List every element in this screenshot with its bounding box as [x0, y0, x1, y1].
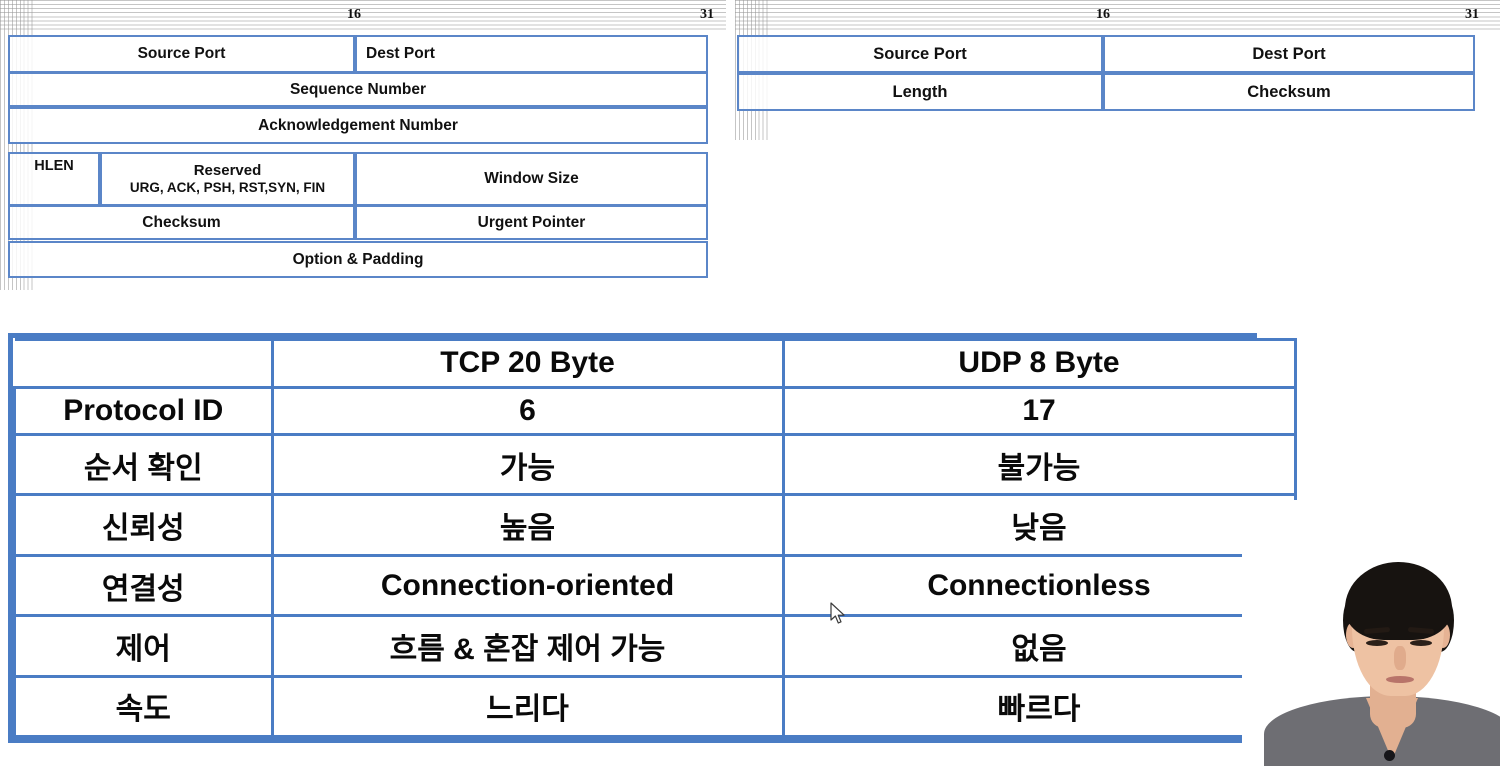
header-cell-tcp: TCP 20 Byte: [270, 338, 785, 389]
table-row: 연결성 Connection-oriented Connectionless: [13, 553, 1297, 618]
tcp-field-sequence-number: Sequence Number: [8, 72, 708, 107]
header-cell-udp: UDP 8 Byte: [781, 338, 1297, 389]
tcp-field-option-padding: Option & Padding: [8, 241, 708, 278]
tcp-field-reserved-flags: URG, ACK, PSH, RST,SYN, FIN: [129, 179, 326, 195]
tcp-field-window-size: Window Size: [355, 152, 708, 206]
presenter-webcam: [1242, 500, 1500, 766]
tcp-field-checksum: Checksum: [8, 205, 355, 240]
tcp-tick-31: 31: [700, 7, 714, 22]
tcp-field-source-port: Source Port: [8, 35, 355, 73]
row-attribute: 제어: [13, 614, 274, 678]
row-attribute: 순서 확인: [13, 433, 274, 497]
tcp-field-dest-port: Dest Port: [355, 35, 708, 73]
tcp-field-reserved-title: Reserved: [193, 162, 262, 180]
mouse-pointer-icon: [830, 602, 845, 624]
presenter-eye-left: [1366, 640, 1388, 646]
table-row: 속도 느리다 빠르다: [13, 674, 1297, 739]
row-attribute: 신뢰성: [13, 493, 274, 557]
presenter-mouth: [1386, 676, 1414, 683]
row-udp-value: 불가능: [781, 433, 1297, 497]
table-row: Protocol ID 6 17: [13, 385, 1297, 437]
udp-tick-16: 16: [1096, 7, 1110, 22]
row-tcp-value: 느리다: [270, 674, 785, 739]
row-tcp-value: 높음: [270, 493, 785, 557]
row-udp-value: 17: [781, 385, 1297, 437]
tcp-field-reserved: Reserved URG, ACK, PSH, RST,SYN, FIN: [100, 152, 355, 206]
header-cell-attribute: [14, 338, 274, 389]
row-tcp-value: 흐름 & 혼잡 제어 가능: [270, 614, 785, 678]
row-udp-value: 없음: [781, 614, 1297, 678]
lapel-microphone-icon: [1384, 750, 1395, 761]
presenter-eye-right: [1410, 640, 1432, 646]
tcp-field-urgent-pointer: Urgent Pointer: [355, 205, 708, 240]
tcp-field-hlen: HLEN: [8, 152, 100, 206]
tcp-udp-comparison-table: TCP 20 Byte UDP 8 Byte Protocol ID 6 17 …: [8, 333, 1297, 743]
presenter-nose: [1394, 646, 1406, 670]
table-row: 신뢰성 높음 낮음: [13, 493, 1297, 557]
udp-field-length: Length: [737, 73, 1103, 111]
tcp-tick-16: 16: [347, 7, 361, 22]
row-tcp-value: Connection-oriented: [270, 553, 785, 618]
row-tcp-value: 가능: [270, 433, 785, 497]
udp-field-dest-port: Dest Port: [1103, 35, 1475, 73]
table-header-row: TCP 20 Byte UDP 8 Byte: [14, 338, 1297, 389]
row-tcp-value: 6: [270, 385, 785, 437]
udp-field-source-port: Source Port: [737, 35, 1103, 73]
row-udp-value: 빠르다: [781, 674, 1297, 739]
row-attribute: 연결성: [13, 553, 274, 618]
tcp-field-acknowledgement-number: Acknowledgement Number: [8, 107, 708, 144]
row-attribute: 속도: [13, 674, 274, 739]
row-attribute: Protocol ID: [13, 385, 274, 437]
udp-field-checksum: Checksum: [1103, 73, 1475, 111]
udp-tick-31: 31: [1465, 7, 1479, 22]
row-udp-value: 낮음: [781, 493, 1297, 557]
presenter-hair: [1345, 562, 1452, 640]
table-row: 제어 흐름 & 혼잡 제어 가능 없음: [13, 614, 1297, 678]
row-udp-value: Connectionless: [781, 553, 1297, 618]
table-row: 순서 확인 가능 불가능: [13, 433, 1297, 497]
